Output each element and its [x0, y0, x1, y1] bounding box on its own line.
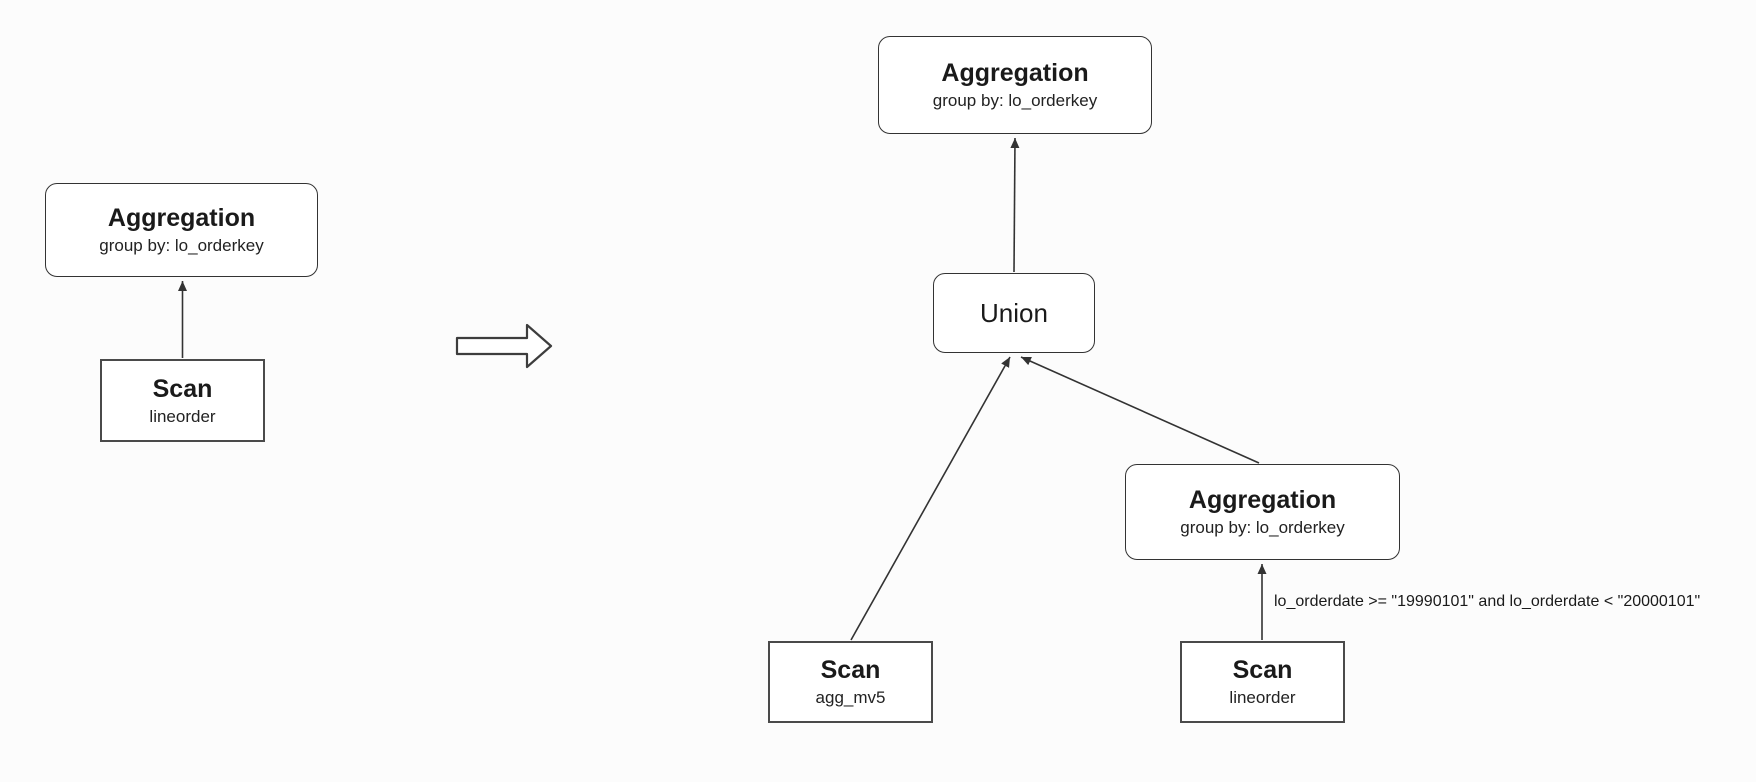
filter-edge-label: lo_orderdate >= "19990101" and lo_orderd… — [1274, 593, 1701, 610]
aggregation-node-top: Aggregation group by: lo_orderkey — [878, 36, 1152, 134]
scan-node-before: Scan lineorder — [100, 359, 265, 442]
scan-node-lineorder: Scan lineorder — [1180, 641, 1345, 723]
aggregation-node-right: Aggregation group by: lo_orderkey — [1125, 464, 1400, 560]
node-subtitle: group by: lo_orderkey — [1180, 518, 1345, 537]
scan-node-agg-mv5: Scan agg_mv5 — [768, 641, 933, 723]
node-subtitle: lineorder — [1229, 688, 1296, 707]
node-subtitle: group by: lo_orderkey — [932, 91, 1098, 110]
node-subtitle: group by: lo_orderkey — [99, 236, 264, 255]
edge-scan-agg-mv5-to-union — [850, 356, 1011, 641]
node-title: Aggregation — [941, 59, 1089, 87]
aggregation-node-before: Aggregation group by: lo_orderkey — [45, 183, 318, 277]
node-title: Scan — [152, 374, 213, 403]
edge-union-to-aggregation-top — [1010, 137, 1020, 273]
node-subtitle: agg_mv5 — [815, 688, 886, 707]
edge-aggregation-right-to-union — [1020, 356, 1260, 464]
node-title: Union — [980, 297, 1048, 328]
node-title: Scan — [1232, 656, 1293, 684]
node-title: Aggregation — [107, 204, 256, 232]
transform-right-arrow-icon — [455, 323, 553, 369]
node-title: Aggregation — [1188, 486, 1337, 514]
union-node: Union — [933, 273, 1095, 353]
node-title: Scan — [820, 656, 881, 684]
node-subtitle: lineorder — [149, 406, 216, 426]
